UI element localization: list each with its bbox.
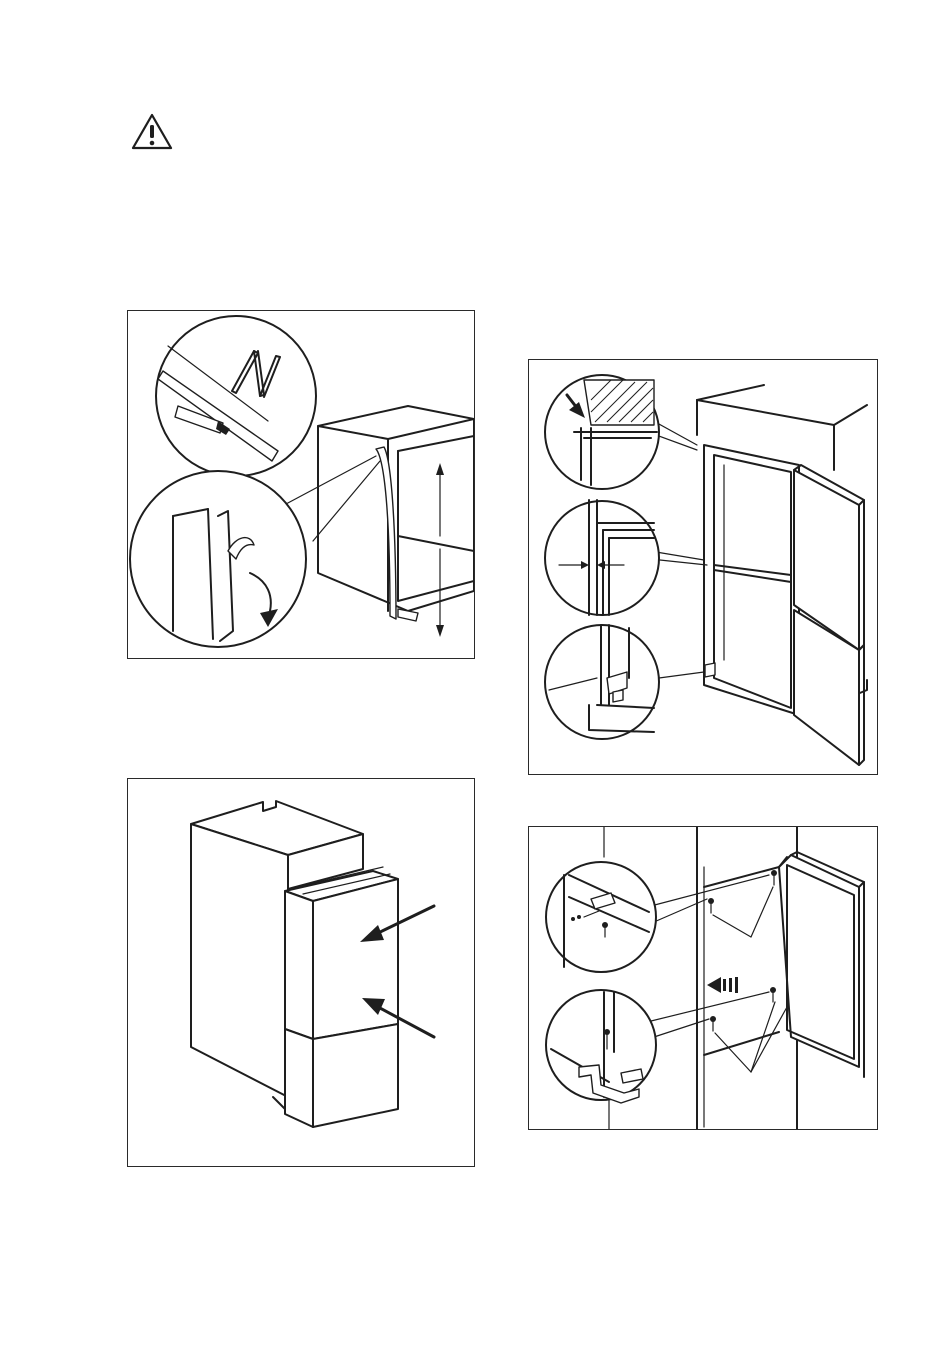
figure-door-seal — [127, 310, 475, 659]
cutting-detail-circle — [156, 316, 316, 476]
slide-arrow-icon — [707, 977, 738, 993]
niche-cabinet-drawing — [191, 801, 398, 1127]
screw-icon — [708, 870, 777, 1031]
figure-push-appliance — [127, 778, 475, 1167]
figure-door-alignment — [528, 359, 878, 775]
cabinet-drawing — [318, 406, 474, 637]
figure-door-screws — [528, 826, 878, 1130]
upper-hinge-detail-circle — [546, 862, 656, 972]
top-gap-detail-circle — [545, 375, 659, 489]
tape-detail-circle — [130, 471, 306, 647]
warning-icon — [130, 112, 174, 152]
cabinet-door-frame-drawing — [604, 827, 864, 1129]
hinge-detail-circle — [545, 625, 659, 739]
side-gap-detail-circle — [545, 500, 659, 615]
lower-hinge-detail-circle — [546, 990, 656, 1103]
cabinet-open-doors-drawing — [697, 385, 867, 765]
